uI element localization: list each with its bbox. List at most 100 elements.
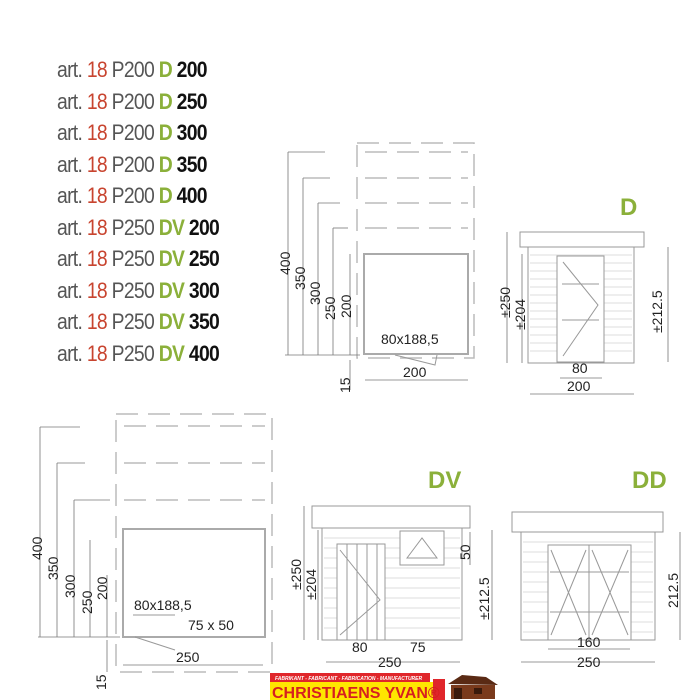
art-number: 18 xyxy=(86,246,108,271)
model: P200 xyxy=(111,151,155,177)
art-number: 18 xyxy=(86,183,108,208)
article-row: art. 18 P250 DV 300 xyxy=(57,277,220,310)
plan-d: 400 350 300 250 200 15 200 80x188,5 xyxy=(277,142,475,393)
art-number: 18 xyxy=(86,151,108,177)
model: P200 xyxy=(111,183,155,208)
floor-plan xyxy=(363,253,469,355)
extension-outline xyxy=(356,142,475,359)
depth-label: 300 xyxy=(62,574,78,598)
front-dd: DD 212.5 160 250 xyxy=(511,467,681,670)
depth-label: 400 xyxy=(29,536,45,560)
width-label: 250 xyxy=(176,649,200,665)
depth-label: 200 xyxy=(94,576,110,600)
width-label: 200 xyxy=(403,364,427,380)
size: 200 xyxy=(176,57,208,82)
depth-label: 350 xyxy=(45,556,61,580)
window xyxy=(399,530,445,566)
height-right-label: ±212.5 xyxy=(476,577,492,620)
brand-logo: FABRIKANT - FABRICANT - FABRICATION - MA… xyxy=(270,673,498,700)
depth-label: 300 xyxy=(307,281,323,305)
type: D xyxy=(158,183,173,208)
height-wall-label: ±204 xyxy=(303,569,319,600)
article-row: art. 18 P200 D 400 xyxy=(57,183,219,215)
article-row: art. 18 P200 D 200 xyxy=(57,57,219,89)
width-label: 250 xyxy=(577,654,601,670)
model: P250 xyxy=(111,214,155,240)
size: 300 xyxy=(176,120,208,145)
article-row: art. 18 P250 DV 200 xyxy=(57,214,220,247)
type: D xyxy=(158,120,173,145)
height-total-label: ±250 xyxy=(497,287,513,318)
cabin-icon xyxy=(448,675,498,699)
model: P250 xyxy=(111,246,155,271)
art-prefix: art. xyxy=(57,214,83,240)
size: 400 xyxy=(176,183,208,208)
logo-tagline: FABRIKANT - FABRICANT - FABRICATION - MA… xyxy=(275,676,423,682)
art-prefix: art. xyxy=(57,88,83,114)
model: P200 xyxy=(111,88,155,114)
article-row: art. 18 P200 D 350 xyxy=(57,152,219,184)
type: DV xyxy=(158,309,185,334)
width-label: 200 xyxy=(567,378,591,394)
article-row: art. 18 P200 D 250 xyxy=(57,89,219,121)
door-size-label: 80x188,5 xyxy=(134,597,192,613)
art-prefix: art. xyxy=(57,309,83,334)
depth-label: 250 xyxy=(322,296,338,320)
art-prefix: art. xyxy=(57,340,83,366)
height-right-label: ±212.5 xyxy=(649,290,665,333)
window-height-label: 50 xyxy=(457,544,473,560)
art-prefix: art. xyxy=(57,151,83,177)
art-number: 18 xyxy=(86,120,108,145)
type-label: DV xyxy=(428,467,461,494)
door xyxy=(556,255,605,363)
type: D xyxy=(158,57,173,82)
size: 350 xyxy=(188,309,220,334)
type: DV xyxy=(158,277,185,303)
model: P250 xyxy=(111,309,155,334)
size: 200 xyxy=(188,214,220,240)
size: 250 xyxy=(176,88,208,114)
depth-label: 400 xyxy=(277,251,293,275)
floor-label: 15 xyxy=(93,674,109,690)
width-label: 250 xyxy=(378,654,402,670)
door-width-label: 80 xyxy=(572,360,588,376)
window-size-label: 75 x 50 xyxy=(188,617,234,633)
article-row: art. 18 P200 D 300 xyxy=(57,120,219,152)
model: P200 xyxy=(111,120,155,145)
art-prefix: art. xyxy=(57,57,83,82)
model: P250 xyxy=(111,277,155,303)
art-prefix: art. xyxy=(57,183,83,208)
size: 400 xyxy=(188,340,220,366)
art-number: 18 xyxy=(86,309,108,334)
height-total-label: ±250 xyxy=(288,559,304,590)
article-row: art. 18 P250 DV 250 xyxy=(57,246,220,278)
type: DV xyxy=(158,340,185,366)
front-dv: DV ±250 ±204 50 ±212.5 80 75 250 xyxy=(288,467,493,670)
depth-label: 350 xyxy=(292,266,308,290)
plan-dv: 400 350 300 250 200 15 250 80x188,5 75 x… xyxy=(29,413,273,690)
height-right-label: 212.5 xyxy=(665,573,681,608)
article-row: art. 18 P250 DV 350 xyxy=(57,309,220,341)
type: DV xyxy=(158,246,185,271)
art-number: 18 xyxy=(86,57,108,82)
depth-label: 250 xyxy=(79,590,95,614)
art-prefix: art. xyxy=(57,120,83,145)
size: 300 xyxy=(188,277,220,303)
size: 250 xyxy=(188,246,220,271)
door-size-label: 80x188,5 xyxy=(381,331,439,347)
door-width-label: 160 xyxy=(577,634,601,650)
floor-label: 15 xyxy=(337,377,353,393)
type: D xyxy=(158,151,173,177)
height-wall-label: ±204 xyxy=(512,299,528,330)
type: DV xyxy=(158,214,185,240)
door xyxy=(336,543,386,641)
art-prefix: art. xyxy=(57,277,83,303)
type: D xyxy=(158,88,173,114)
window-width-label: 75 xyxy=(410,639,426,655)
art-number: 18 xyxy=(86,340,108,366)
model: P200 xyxy=(111,57,155,82)
art-prefix: art. xyxy=(57,246,83,271)
